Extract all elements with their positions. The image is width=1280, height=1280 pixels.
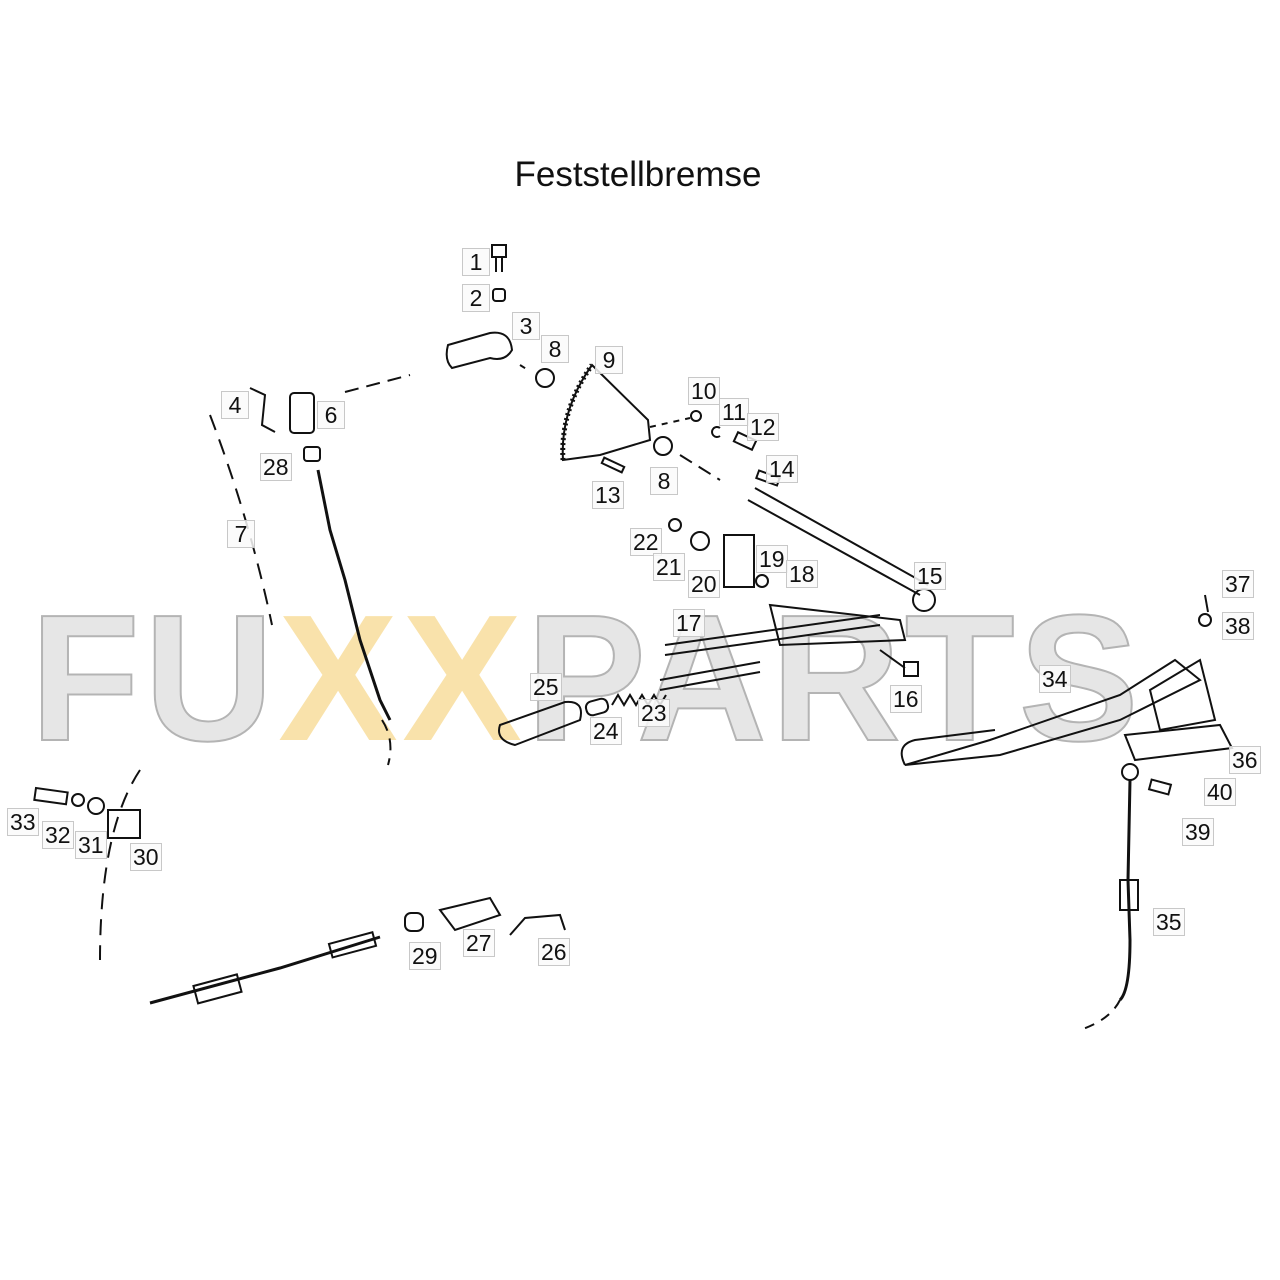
part-label: 13 <box>592 481 624 509</box>
part-label: 23 <box>638 699 670 727</box>
part-label: 39 <box>1182 818 1214 846</box>
part-label: 32 <box>42 821 74 849</box>
part-label: 35 <box>1153 908 1185 936</box>
part-label: 9 <box>595 346 623 374</box>
part-label: 25 <box>530 673 562 701</box>
part-label: 15 <box>914 562 946 590</box>
part-label: 8 <box>650 467 678 495</box>
part-label: 8 <box>541 335 569 363</box>
part-label: 7 <box>227 520 255 548</box>
part-label: 30 <box>130 843 162 871</box>
clamp-block-part <box>107 809 141 839</box>
part-label: 34 <box>1039 665 1071 693</box>
base-plate-part <box>1123 723 1234 762</box>
part-label: 28 <box>260 453 292 481</box>
part-label: 10 <box>688 377 720 405</box>
part-label: 26 <box>538 938 570 966</box>
ratchet-sector-part <box>561 363 652 462</box>
part-label: 14 <box>766 455 798 483</box>
clevis-part <box>438 896 502 932</box>
part-label: 19 <box>756 545 788 573</box>
grip-part <box>498 700 582 747</box>
part-label: 16 <box>890 685 922 713</box>
part-label: 31 <box>75 831 107 859</box>
part-label: 22 <box>630 528 662 556</box>
watermark-part3: PARTS <box>525 577 1143 780</box>
part-label: 38 <box>1222 612 1254 640</box>
nut-part <box>492 288 506 302</box>
part-label: 3 <box>512 312 540 340</box>
part-label: 36 <box>1229 746 1261 774</box>
part-label: 6 <box>317 401 345 429</box>
part-label: 4 <box>221 391 249 419</box>
part-label: 24 <box>590 717 622 745</box>
part-label: 40 <box>1204 778 1236 806</box>
watermark-part2: XX <box>277 578 527 779</box>
block-part <box>723 534 755 588</box>
part-label: 27 <box>463 929 495 957</box>
watermark: FUXXPARTS <box>29 575 1143 782</box>
part-label: 33 <box>7 808 39 836</box>
bushing-part <box>535 368 555 388</box>
watermark-part1: FU <box>29 577 278 780</box>
diagram-title: Feststellbremse <box>514 155 762 194</box>
part-label: 11 <box>719 398 749 426</box>
part-label: 18 <box>786 560 818 588</box>
bolt-part <box>491 244 507 258</box>
part-label: 2 <box>462 284 490 312</box>
part-label: 20 <box>688 570 720 598</box>
clip-part <box>249 387 276 433</box>
part-label: 12 <box>747 413 779 441</box>
part-label: 21 <box>653 553 685 581</box>
lever-arm-part <box>445 331 514 370</box>
bracket-part <box>768 603 907 647</box>
part-label: 37 <box>1222 570 1254 598</box>
part-label: 1 <box>462 248 490 276</box>
clevis-part <box>289 392 315 434</box>
part-label: 17 <box>673 609 705 637</box>
handbrake-lever-part <box>904 658 1202 766</box>
cable-part <box>316 469 392 721</box>
part-label: 29 <box>409 942 441 970</box>
